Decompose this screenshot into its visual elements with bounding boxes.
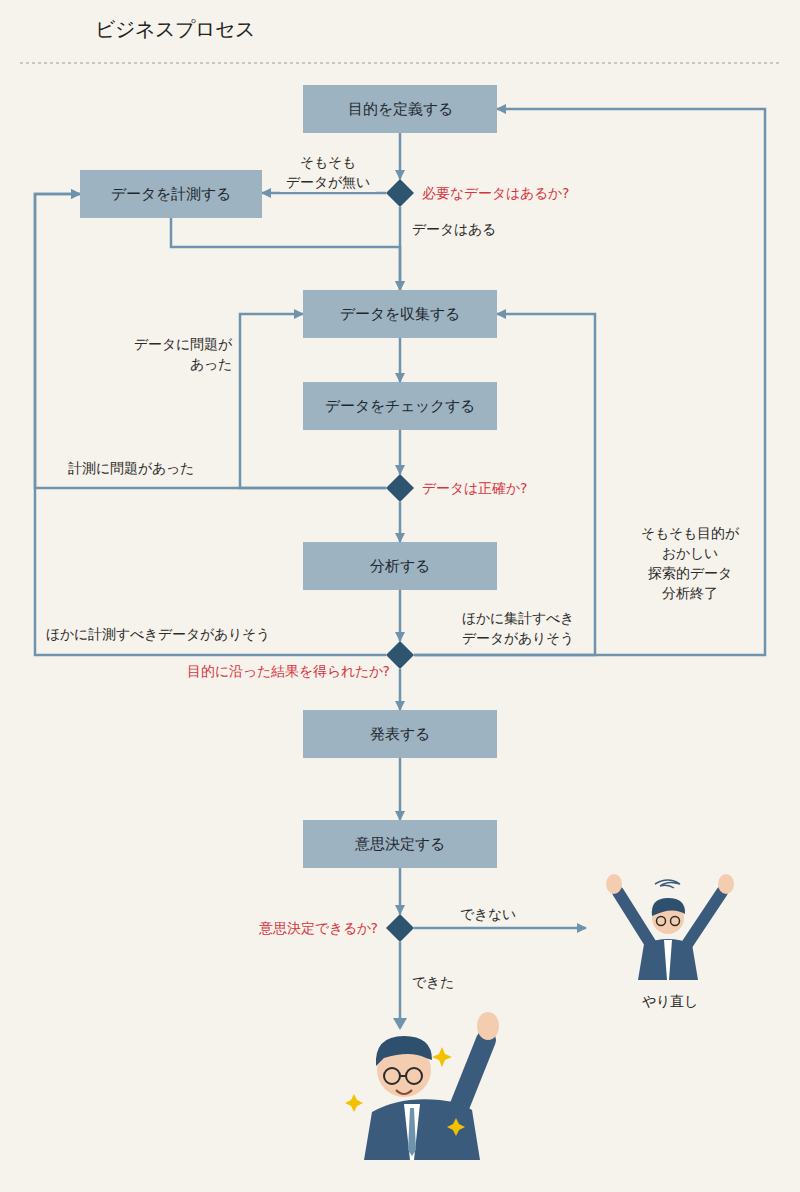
title-rule — [20, 63, 780, 64]
edge-label: データに問題が あった — [110, 334, 234, 374]
box-text: データをチェックする — [325, 397, 475, 416]
flow-connector — [399, 758, 402, 820]
happy-person — [406, 1068, 422, 1084]
edge-label: データはある — [410, 219, 514, 239]
edge-label: そもそも データが無い — [280, 152, 376, 192]
retry-person — [657, 917, 666, 926]
diagram-title: ビジネスプロセス — [95, 16, 255, 43]
decision-diamond: データは正確か? — [386, 474, 414, 502]
retry-person — [718, 874, 734, 894]
retry-person — [618, 892, 652, 946]
retry-person — [671, 917, 680, 926]
flow-connector — [171, 218, 400, 290]
decision-question: 必要なデータはあるか? — [420, 183, 571, 203]
retry-person — [652, 898, 685, 916]
retry-person — [664, 940, 672, 980]
figure-caption-node: やり直し — [586, 870, 754, 1015]
flow-connector — [399, 133, 402, 179]
flow-connector — [399, 502, 402, 542]
sparkle — [345, 1094, 363, 1112]
process-box: 発表する — [303, 710, 497, 758]
process-box: 目的を定義する — [303, 85, 497, 133]
diamond-shape — [386, 179, 414, 207]
sparkle — [345, 1047, 465, 1136]
diamond-shape — [386, 474, 414, 502]
flow-connector — [399, 590, 402, 641]
happy-person — [408, 1108, 416, 1156]
flow-connector — [414, 927, 586, 930]
flow-connector — [399, 338, 402, 382]
process-box: データをチェックする — [303, 382, 497, 430]
process-box: 意思決定する — [303, 820, 497, 868]
decision-diamond: 目的に沿った結果を得られたか? — [386, 641, 414, 669]
box-text: 意思決定する — [355, 835, 445, 854]
process-box: データを収集する — [303, 290, 497, 338]
flow-connector — [399, 868, 402, 914]
box-text: 目的を定義する — [348, 100, 453, 119]
retry-person — [606, 874, 622, 894]
flow-connector — [262, 192, 386, 195]
decision-question: データは正確か? — [420, 478, 529, 498]
done-arrow — [393, 942, 407, 1030]
box-text: データを計測する — [111, 185, 231, 204]
edge-label: ほかに計測すべきデータがありそう — [44, 624, 310, 644]
edge-label: そもそも目的が おかしい 探索的データ 分析終了 — [628, 523, 752, 603]
done-arrow — [393, 1018, 407, 1030]
process-box: データを計測する — [80, 170, 262, 218]
happy-person — [458, 1040, 486, 1110]
happy-person — [477, 1012, 499, 1040]
decision-diamond: 必要なデータはあるか? — [386, 179, 414, 207]
box-text: 分析する — [370, 557, 430, 576]
retry-person — [606, 874, 734, 980]
decision-question: 目的に沿った結果を得られたか? — [185, 661, 392, 681]
decision-diamond: 意思決定できるか? — [386, 914, 414, 942]
flow-connector — [35, 194, 386, 488]
retry-person — [686, 892, 722, 946]
happy-person — [364, 1012, 499, 1160]
diamond-shape — [386, 474, 414, 502]
figure-caption: やり直し — [586, 993, 754, 1011]
done-arrow — [399, 942, 402, 1020]
happy-person — [376, 1036, 432, 1066]
process-box: 分析する — [303, 542, 497, 590]
flow-connector — [399, 430, 402, 474]
branch-label: できた — [410, 972, 456, 992]
sparkle — [432, 1047, 452, 1067]
flow-connector — [399, 669, 402, 710]
box-text: データを収集する — [340, 305, 460, 324]
decision-question: 意思決定できるか? — [257, 918, 380, 938]
flow-connector — [414, 314, 595, 655]
edge-label: 計測に問題があった — [66, 458, 220, 478]
sparkle — [447, 1118, 465, 1136]
box-text: 発表する — [370, 725, 430, 744]
edge-label: できない — [458, 904, 534, 924]
happy-person — [396, 1090, 412, 1094]
happy-person — [384, 1068, 400, 1084]
retry-person — [655, 880, 680, 888]
diamond-shape — [386, 914, 414, 942]
diamond-shape — [386, 914, 414, 942]
diamond-shape — [386, 179, 414, 207]
happy-person — [400, 1075, 406, 1077]
edge-label: ほかに集計すべき データがありそう — [448, 608, 588, 648]
happy-person — [404, 1104, 420, 1160]
